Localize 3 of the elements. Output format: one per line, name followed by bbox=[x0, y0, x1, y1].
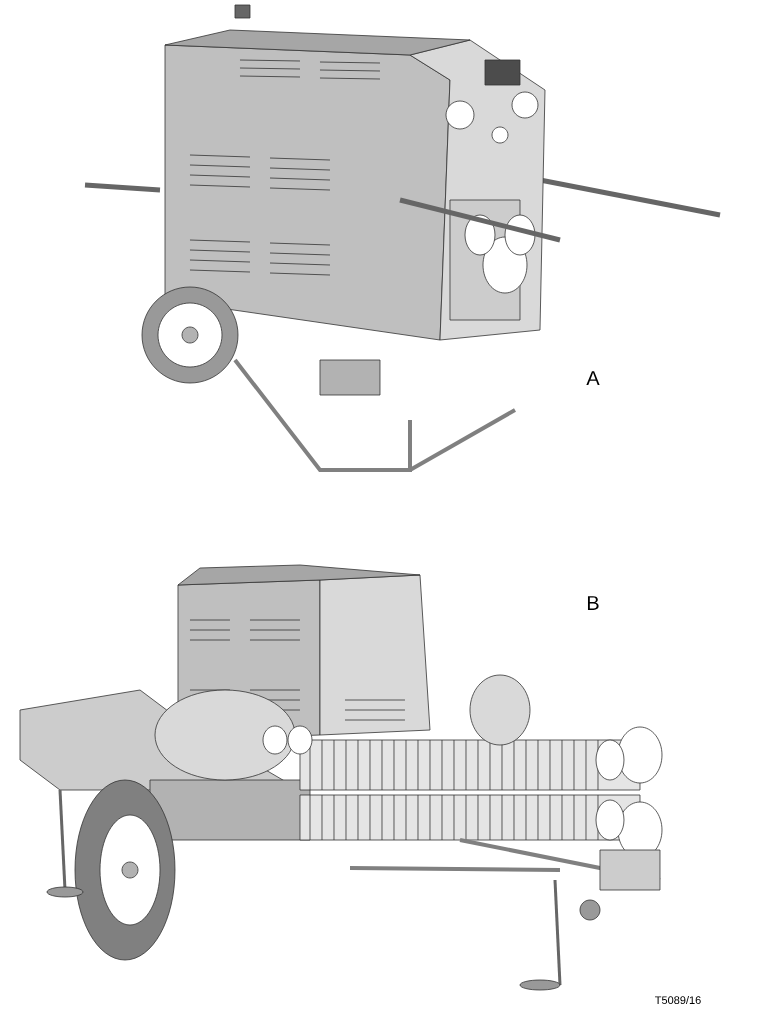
figure-label: T5089/16 bbox=[655, 995, 701, 1005]
figure-label: A bbox=[586, 371, 600, 385]
figure-label: B bbox=[587, 596, 599, 610]
